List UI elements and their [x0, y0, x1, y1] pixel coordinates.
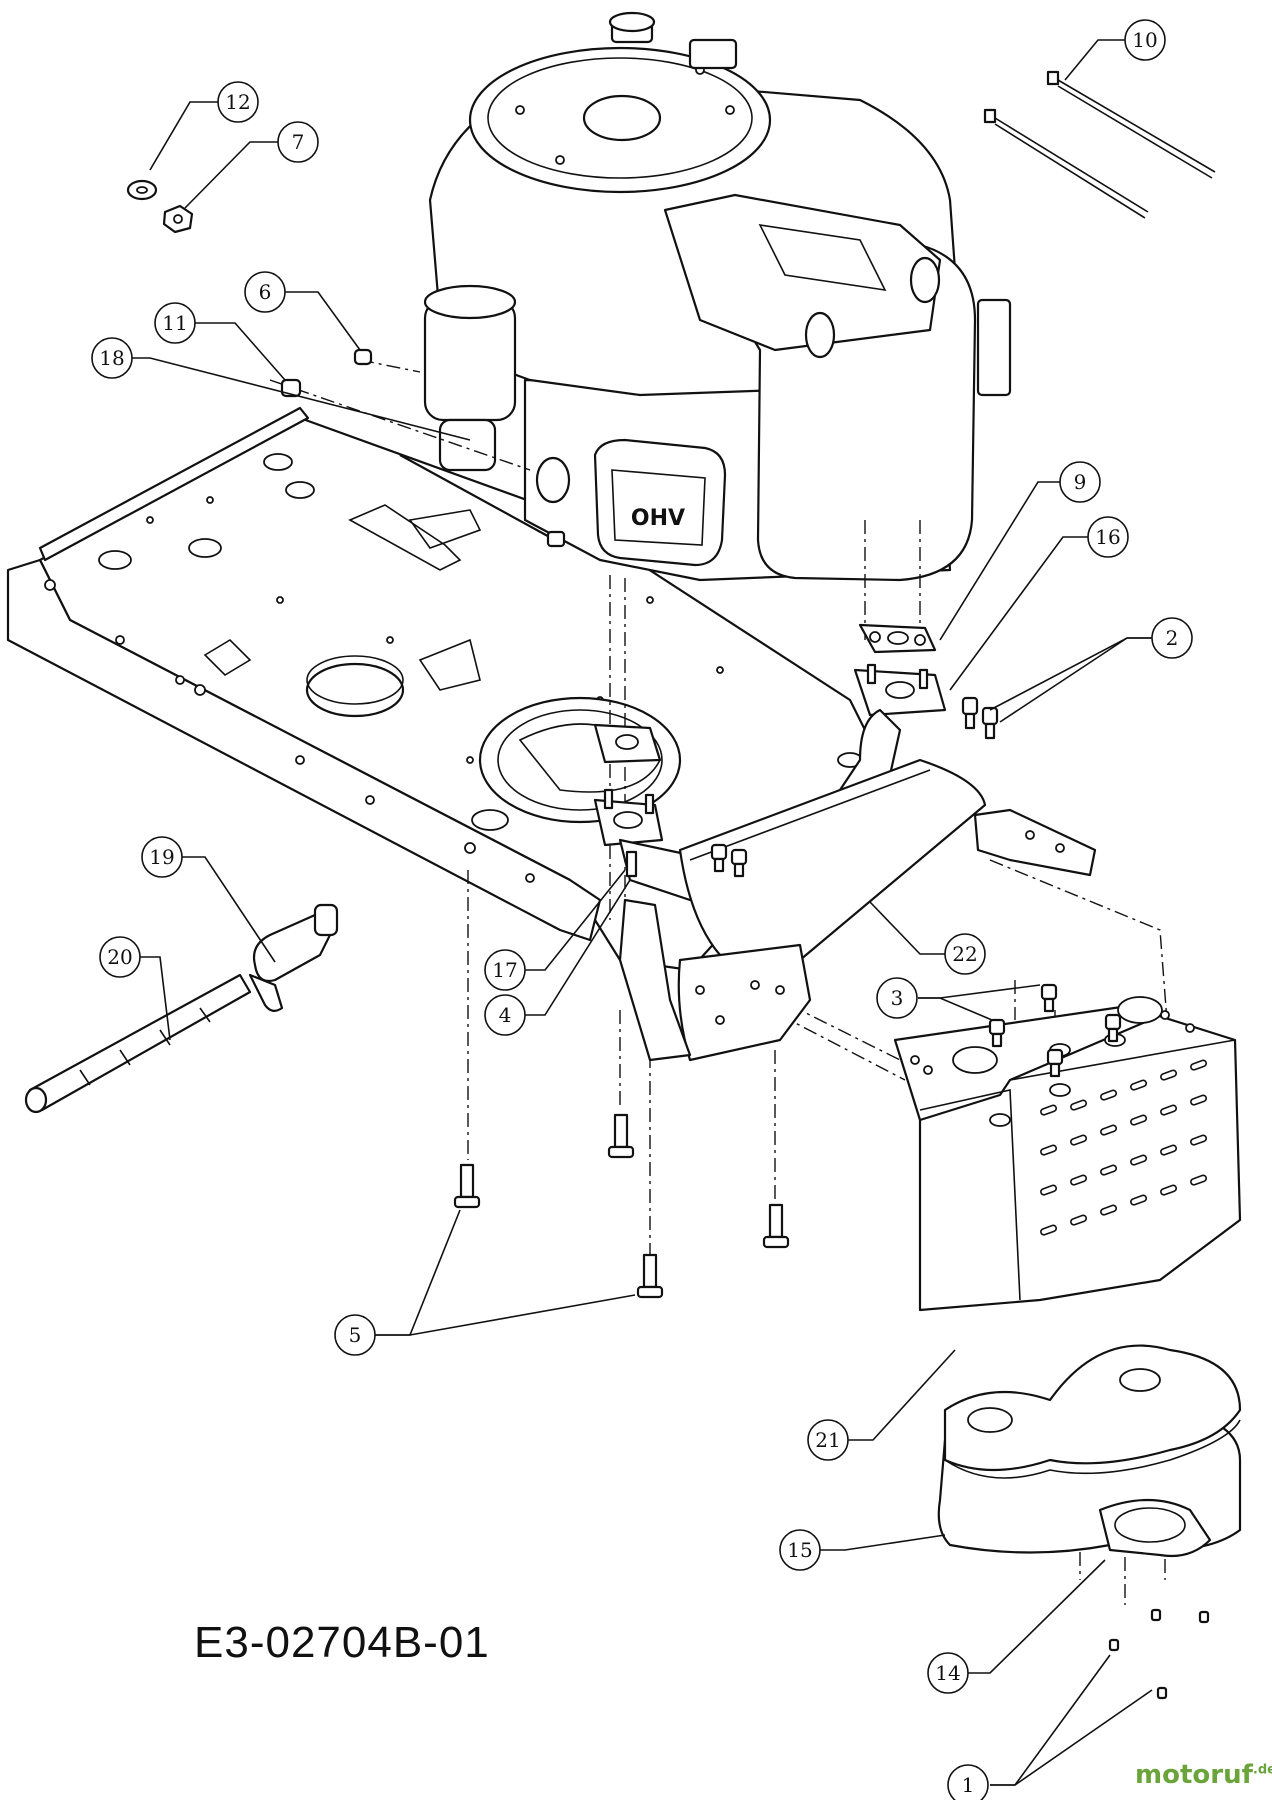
callout-16: 16 [1087, 516, 1129, 558]
flange-bolt [607, 1113, 635, 1159]
callout-6: 6 [244, 271, 286, 313]
callout-11-label: 11 [162, 311, 187, 335]
flange-bolt [453, 1163, 481, 1209]
flange-bolt [762, 1203, 790, 1249]
callout-2: 2 [1151, 617, 1193, 659]
callout-16-label: 16 [1095, 525, 1120, 549]
callout-12-label: 12 [225, 90, 250, 114]
callout-12: 12 [217, 81, 259, 123]
callout-7-label: 7 [292, 130, 305, 154]
frame-side-holes [44, 579, 535, 883]
square-slot [203, 638, 252, 677]
callout-3: 3 [876, 977, 918, 1019]
callout-6-label: 6 [259, 280, 272, 304]
watermark-tld: .de [1252, 1762, 1272, 1778]
bolt [730, 848, 748, 878]
muffler-heat-shield [893, 996, 1242, 1312]
fuel-filter [248, 903, 339, 1012]
callout-14-label: 14 [935, 1661, 960, 1685]
hex-nut [162, 204, 194, 234]
callout-7: 7 [277, 121, 319, 163]
frame-plate [6, 406, 882, 972]
callout-10: 10 [1124, 19, 1166, 61]
stud [625, 850, 638, 878]
recoil-opening [582, 94, 662, 142]
callout-18-label: 18 [99, 346, 124, 370]
bolt [981, 706, 999, 740]
flange-bolt [636, 1253, 664, 1299]
round-cover-plate [305, 655, 405, 718]
washer [126, 179, 158, 201]
callout-15: 15 [779, 1529, 821, 1571]
fuel-line-hose [24, 973, 252, 1114]
watermark-name: motoruf [1135, 1760, 1253, 1790]
bolt [988, 1018, 1006, 1048]
callout-18: 18 [91, 337, 133, 379]
callout-1-label: 1 [962, 1773, 975, 1797]
mount-bracket-right [973, 808, 1097, 877]
nut [353, 348, 373, 366]
watermark-logo: motoruf.de [1135, 1760, 1272, 1790]
callout-14: 14 [927, 1652, 969, 1694]
engine: OHV [423, 11, 1012, 582]
callout-19-label: 19 [149, 845, 174, 869]
callout-20-label: 20 [107, 945, 132, 969]
callout-10-label: 10 [1132, 28, 1157, 52]
bolt [1046, 1048, 1064, 1078]
heat-shield-vents [1040, 1059, 1208, 1236]
screw [1156, 1686, 1168, 1700]
exhaust-gasket-lower [593, 723, 662, 764]
exhaust-flange-lower [593, 788, 664, 847]
callout-11: 11 [154, 302, 196, 344]
exhaust-gasket-upper [858, 623, 937, 654]
callout-20: 20 [99, 936, 141, 978]
callout-17: 17 [484, 949, 526, 991]
starter-motor [423, 284, 517, 472]
callout-5-label: 5 [349, 1323, 362, 1347]
fasteners [126, 179, 1210, 1700]
valve-cover: OHV [593, 438, 727, 567]
screw [1198, 1610, 1210, 1624]
exhaust-flange-upper [853, 663, 947, 717]
callout-2-label: 2 [1166, 626, 1179, 650]
valve-cover-label: OHV [631, 506, 685, 531]
drawing-number: E3-02704B-01 [194, 1618, 490, 1667]
callout-1: 1 [947, 1764, 989, 1800]
callout-5: 5 [334, 1314, 376, 1356]
pedal-slot [348, 504, 462, 571]
cable-tie [983, 108, 1149, 219]
bolt [710, 843, 728, 873]
throttle-cable [399, 454, 566, 548]
callout-9: 9 [1059, 461, 1101, 503]
callout-15-label: 15 [787, 1538, 812, 1562]
bolt [1104, 1013, 1122, 1043]
cable-tie [1046, 70, 1216, 179]
callout-21: 21 [807, 1419, 849, 1461]
callout-22-label: 22 [952, 942, 977, 966]
callout-3-label: 3 [891, 986, 904, 1010]
bolt [1040, 983, 1058, 1013]
callout-4: 4 [484, 994, 526, 1036]
callout-9-label: 9 [1074, 470, 1087, 494]
callout-4-label: 4 [499, 1003, 512, 1027]
nut [280, 378, 302, 398]
callout-19: 19 [141, 836, 183, 878]
screw [1108, 1638, 1120, 1652]
callout-17-label: 17 [492, 958, 517, 982]
front-bracket [677, 943, 812, 1062]
callout-21-label: 21 [815, 1428, 840, 1452]
oil-fill-cap [608, 11, 656, 44]
leader-lines [112, 39, 1153, 1786]
exhaust-deflector [1098, 1498, 1212, 1558]
bolt [961, 696, 979, 730]
air-cleaner-housing [663, 193, 1012, 582]
frame-gusset [618, 898, 692, 1062]
callout-22: 22 [944, 933, 986, 975]
screw [1150, 1608, 1162, 1622]
